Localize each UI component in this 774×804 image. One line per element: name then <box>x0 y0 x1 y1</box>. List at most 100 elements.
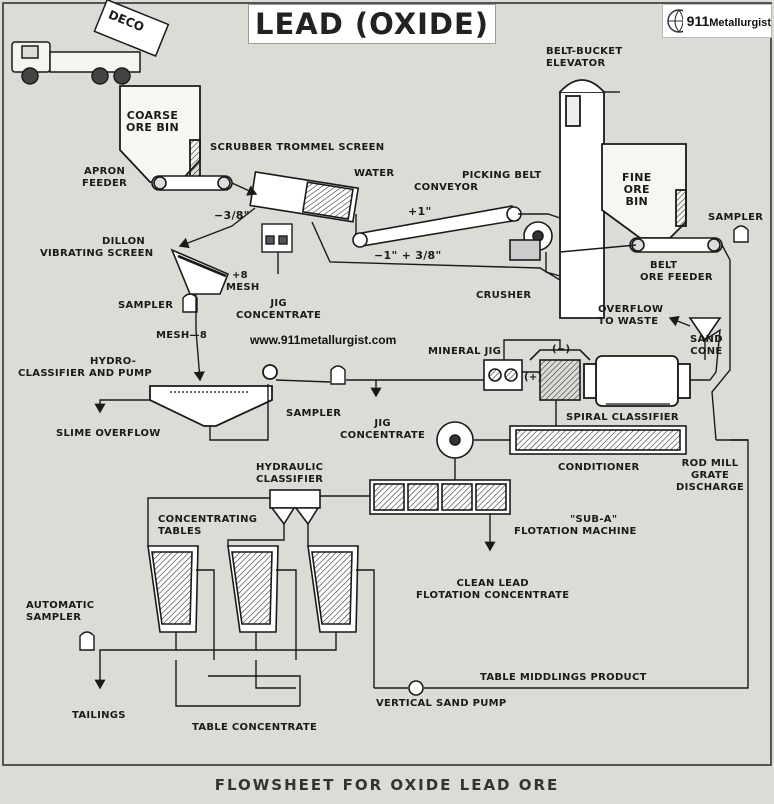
belt-bucket-elevator <box>559 79 605 319</box>
water-label: WATER <box>354 168 395 179</box>
belt-bucket-label: BELT-BUCKET ELEVATOR <box>546 46 622 70</box>
concentrating-tables-line1: CONCENTRATING <box>158 514 258 525</box>
dillon-screen-line1: DILLON <box>102 236 146 247</box>
fine-ore-bin-line3: BIN <box>625 195 649 208</box>
coarse-ore-bin-label: COARSE ORE BIN <box>126 110 179 134</box>
sand-cone-line2: CONE <box>690 346 723 357</box>
hydroclassifier-label: HYDRO- CLASSIFIER AND PUMP <box>18 356 152 380</box>
picking-belt-conveyor <box>352 205 522 248</box>
plus-eight-line2: MESH <box>226 282 260 293</box>
apron-feeder-line2: FEEDER <box>82 178 128 189</box>
table-middlings-label: TABLE MIDDLINGS PRODUCT <box>480 672 647 683</box>
mineral-jig <box>483 359 523 391</box>
jig-concentrate-mid-line1: JIG <box>374 418 391 429</box>
jig-concentrate-top-label: JIG CONCENTRATE <box>236 298 321 322</box>
rod-mill <box>583 355 691 407</box>
hydraulic-classifier-line1: HYDRAULIC <box>256 462 324 473</box>
globe-icon <box>667 9 683 33</box>
sub-a-line1: "SUB-A" <box>570 514 618 525</box>
rod-mill-label: ROD MILL GRATE DISCHARGE <box>676 458 744 494</box>
automatic-sampler <box>79 631 95 651</box>
jig-concentrate-mid-label: JIG CONCENTRATE <box>340 418 425 442</box>
table-concentrate-label: TABLE CONCENTRATE <box>192 722 318 733</box>
sand-cone-line1: SAND <box>690 334 723 345</box>
picking-belt-line2: CONVEYOR <box>414 182 479 193</box>
logo-text: 911Metallurgist <box>687 13 771 29</box>
conditioner <box>509 425 687 455</box>
automatic-sampler-label: AUTOMATIC SAMPLER <box>26 600 94 624</box>
hydraulic-classifier-label: HYDRAULIC CLASSIFIER <box>256 462 323 486</box>
vertical-sand-pump <box>408 680 424 696</box>
coarse-ore-bin-line2: ORE BIN <box>126 121 179 134</box>
crusher-label: CRUSHER <box>476 290 532 301</box>
dillon-vibrating-screen <box>170 248 230 295</box>
website-url: www.911metallurgist.com <box>250 333 397 347</box>
page-title: LEAD (OXIDE) <box>254 7 490 41</box>
plus-one-label: +1" <box>408 205 432 218</box>
rod-mill-line1: ROD MILL <box>681 458 739 469</box>
sampler-mid-label: SAMPLER <box>286 408 342 419</box>
belt-ore-feeder-line1: BELT <box>650 260 678 271</box>
scrubber-trommel-label: SCRUBBER TROMMEL SCREEN <box>210 142 385 153</box>
sampler-top-label: SAMPLER <box>708 212 764 223</box>
dump-truck <box>11 0 170 85</box>
belt-ore-feeder-line2: ORE FEEDER <box>640 272 713 283</box>
jig-minus-label: (−) <box>552 344 571 355</box>
jig-concentrate-top-line1: JIG <box>270 298 287 309</box>
minus-three-eighths-top-label: −3/8" <box>214 209 250 222</box>
jig-unit-top <box>261 223 293 253</box>
outer-frame <box>2 2 772 766</box>
belt-ore-feeder <box>629 237 723 253</box>
plus-eight-mesh-label: +8 MESH <box>226 270 260 294</box>
clean-lead-line1: CLEAN LEAD <box>456 578 529 589</box>
automatic-sampler-line1: AUTOMATIC <box>26 600 95 611</box>
overflow-line1: OVERFLOW <box>598 304 664 315</box>
automatic-sampler-line2: SAMPLER <box>26 612 82 623</box>
tailings-label: TAILINGS <box>72 710 126 721</box>
mineral-jig-label: MINERAL JIG <box>428 346 502 357</box>
scrubber-trommel <box>249 171 360 223</box>
sampler-left <box>182 293 198 313</box>
flotation-motor <box>436 421 474 459</box>
hydroclassifier <box>149 364 278 427</box>
vertical-sand-pump-label: VERTICAL SAND PUMP <box>376 698 507 709</box>
clean-lead-label: CLEAN LEAD FLOTATION CONCENTRATE <box>416 578 569 602</box>
jig-concentrate-mid-line2: CONCENTRATE <box>340 430 426 441</box>
hydroclassifier-line2: CLASSIFIER AND PUMP <box>18 368 153 379</box>
apron-feeder-line1: APRON <box>84 166 126 177</box>
picking-belt-label: PICKING BELT CONVEYOR <box>414 170 542 194</box>
brand-logo: 911Metallurgist <box>662 4 772 38</box>
concentrating-table-1 <box>147 545 199 633</box>
rod-mill-line2: GRATE <box>691 470 730 481</box>
jig-plus-label: (+) <box>524 372 543 383</box>
hydraulic-classifier <box>269 489 321 526</box>
sampler-left-label: SAMPLER <box>118 300 174 311</box>
title-box: LEAD (OXIDE) <box>248 4 496 44</box>
concentrating-table-2 <box>227 545 279 633</box>
figure-caption: FLOWSHEET FOR OXIDE LEAD ORE <box>214 776 560 794</box>
sampler-mid <box>330 365 346 385</box>
concentrating-tables-line2: TABLES <box>158 526 202 537</box>
coarse-ore-bin <box>119 85 201 183</box>
logo-suffix: Metallurgist <box>709 17 771 29</box>
hydroclassifier-line1: HYDRO- <box>90 356 137 367</box>
spiral-classifier-label: SPIRAL CLASSIFIER <box>566 412 679 423</box>
crusher <box>509 221 553 261</box>
sub-a-flotation-machine <box>369 479 511 515</box>
plus-eight-line1: +8 <box>232 270 248 281</box>
fine-ore-bin-label: FINE ORE BIN <box>622 172 652 208</box>
concentrating-tables-label: CONCENTRATING TABLES <box>158 514 257 538</box>
mesh-minus-eight-label: MESH—8 <box>156 330 208 341</box>
fine-ore-bin-line2: ORE <box>623 183 650 196</box>
belt-bucket-line1: BELT-BUCKET <box>546 46 623 57</box>
flow-lines <box>94 91 749 707</box>
belt-bucket-line2: ELEVATOR <box>546 58 606 69</box>
belt-ore-feeder-label: BELT ORE FEEDER <box>640 260 713 284</box>
logo-brand: 911 <box>686 13 710 29</box>
clean-lead-line2: FLOTATION CONCENTRATE <box>416 590 570 601</box>
concentrating-table-3 <box>307 545 359 633</box>
sub-a-line2: FLOTATION MACHINE <box>514 526 637 537</box>
overflow-line2: TO WASTE <box>598 316 659 327</box>
